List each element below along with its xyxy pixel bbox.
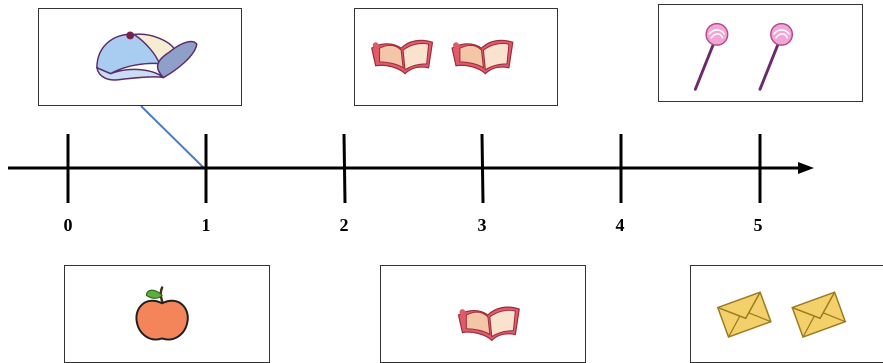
card-cap[interactable] <box>38 8 242 106</box>
lollipop-icon-group <box>693 22 794 91</box>
card-book-1[interactable] <box>380 265 586 363</box>
tick-2 <box>342 133 347 204</box>
tick-label-5: 5 <box>754 215 763 235</box>
apple-icon <box>135 286 189 341</box>
tick-label-0: 0 <box>64 215 73 235</box>
number-line-arrowhead <box>798 162 814 174</box>
book-icon <box>451 39 514 75</box>
connector-line <box>140 105 207 171</box>
card-books-2[interactable] <box>354 8 558 106</box>
card-envelopes[interactable] <box>690 265 883 363</box>
lollipop-icon <box>693 22 729 91</box>
tick-label-2: 2 <box>340 215 349 235</box>
envelope-icon <box>716 291 772 339</box>
cap-icon <box>95 31 198 81</box>
tick-3 <box>480 133 485 204</box>
tick-label-4: 4 <box>616 215 625 235</box>
lollipop-icon <box>758 22 794 91</box>
envelope-icon <box>791 291 847 339</box>
card-lollipops[interactable] <box>658 4 863 102</box>
tick-label-1: 1 <box>202 215 211 235</box>
envelope-icon-group <box>716 291 847 339</box>
card-apple[interactable] <box>64 265 270 363</box>
tick-label-3: 3 <box>478 215 487 235</box>
book-icon <box>457 306 520 342</box>
book-icon <box>371 39 434 75</box>
book-icon-group <box>371 39 514 75</box>
